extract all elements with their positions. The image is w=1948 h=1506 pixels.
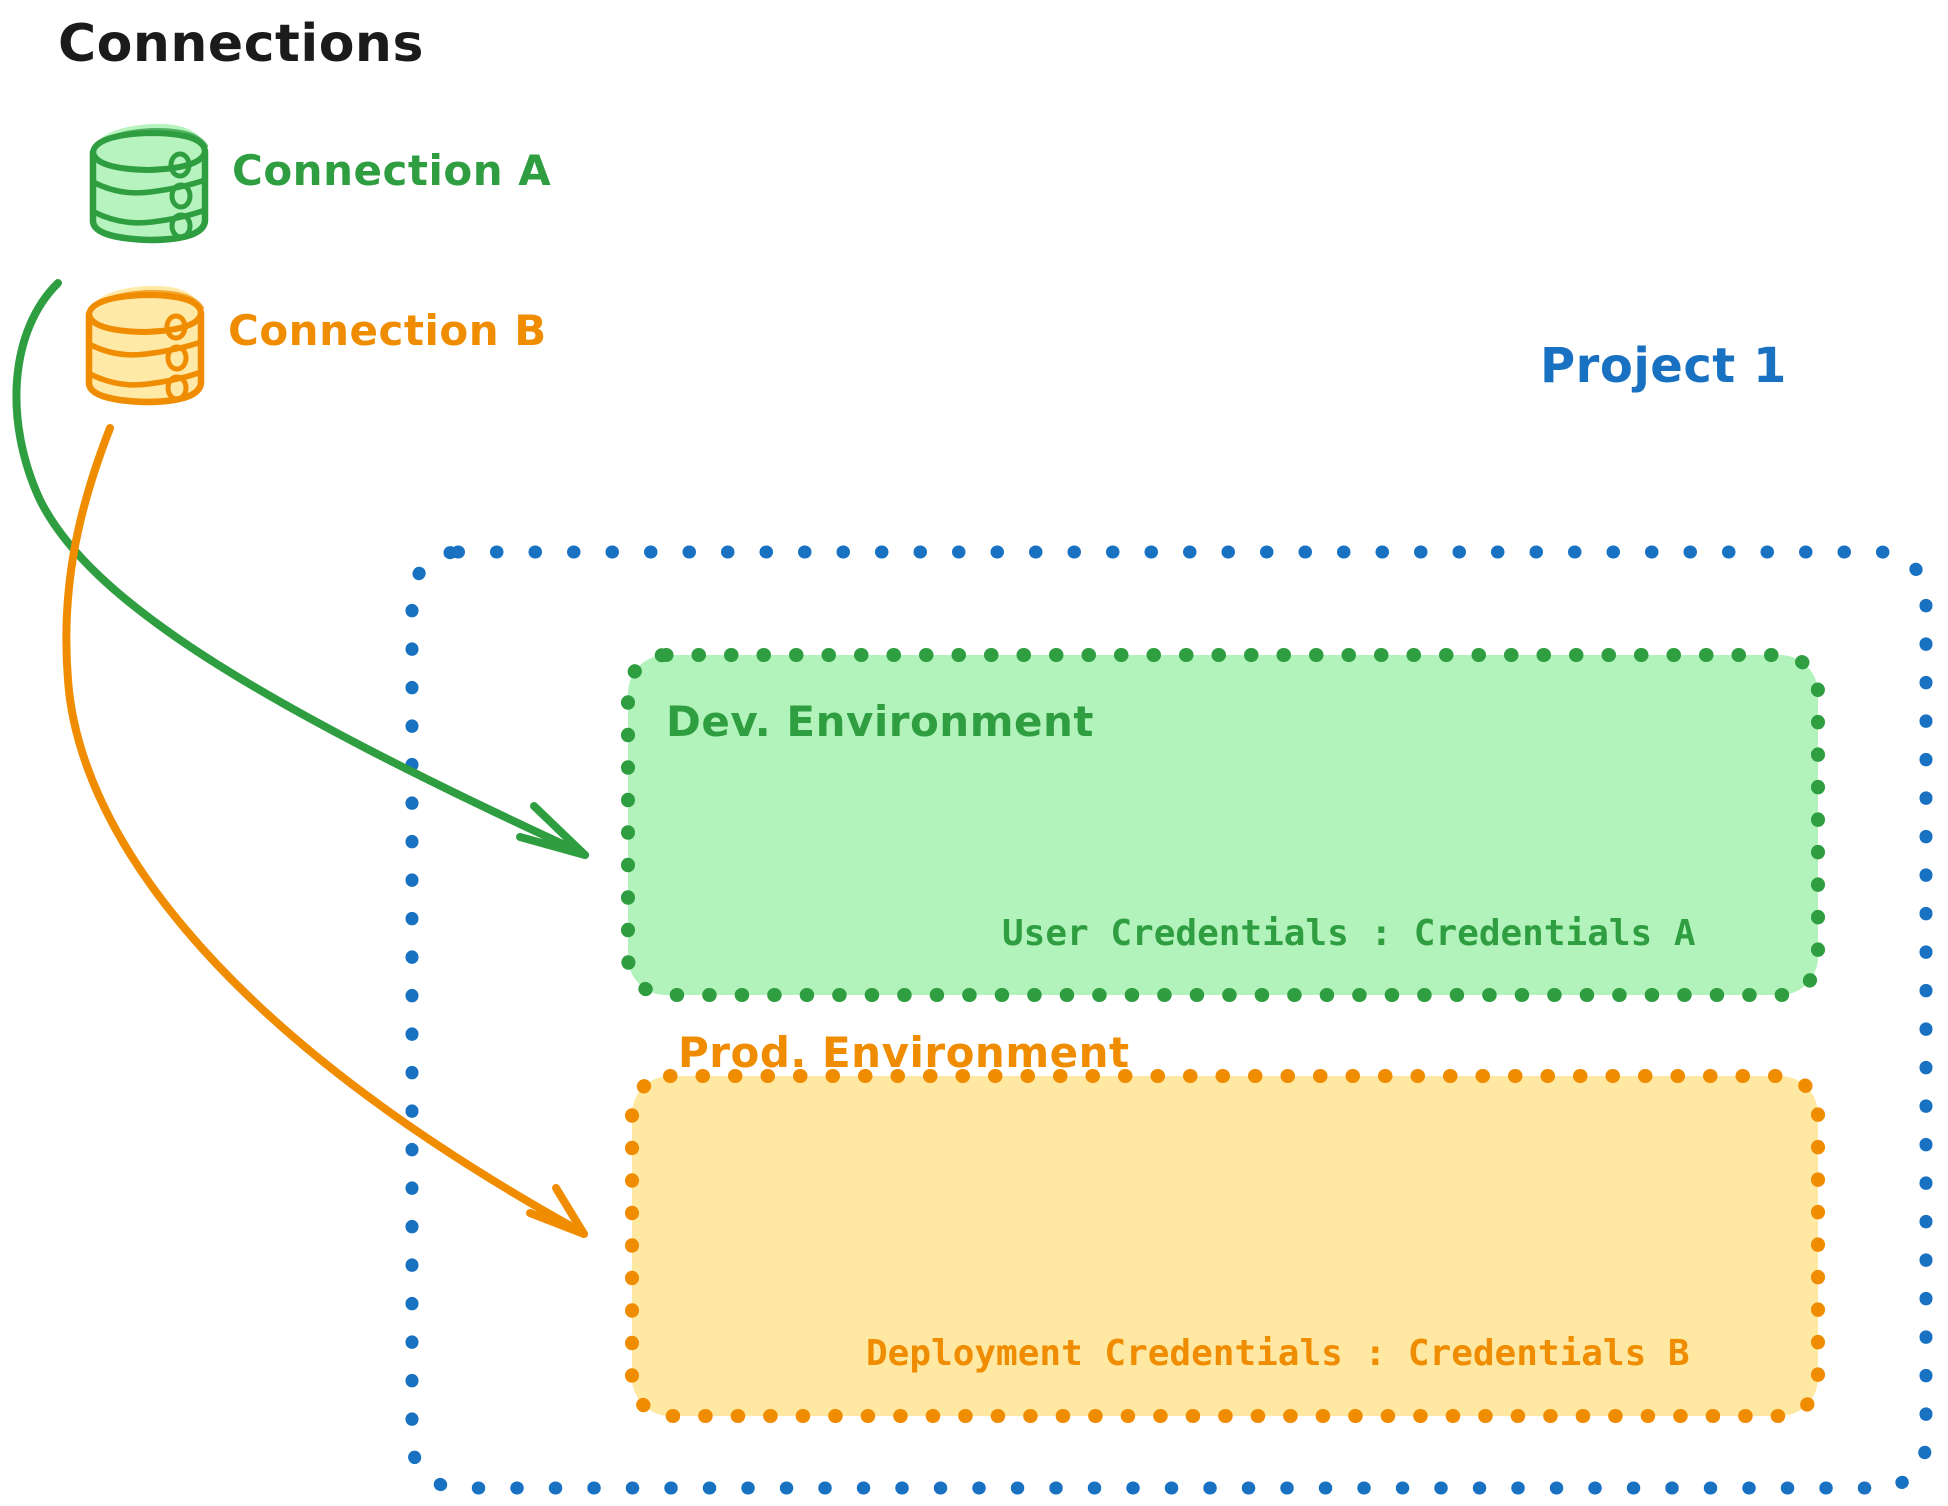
prod-environment-title: Prod. Environment <box>678 1028 1130 1077</box>
arrow-b-head-lower <box>526 1209 588 1238</box>
database-a-body <box>89 147 209 244</box>
connection-b-label[interactable]: Connection B <box>228 306 547 355</box>
database-icon-connection-a[interactable] <box>89 123 209 244</box>
prod-environment-fill <box>632 1076 1818 1416</box>
database-b-ridge-2 <box>87 369 204 388</box>
database-b-ridge-1 <box>86 339 204 358</box>
database-a-top-sketch <box>95 127 208 148</box>
database-b-body <box>85 309 205 406</box>
connection-a-label[interactable]: Connection A <box>232 146 552 195</box>
arrow-connection-b-to-prod <box>62 424 588 1238</box>
prod-environment-border <box>625 1069 1825 1423</box>
arrow-b-head-upper <box>552 1184 588 1238</box>
dev-environment-fill <box>628 655 1818 995</box>
dev-environment-border <box>621 648 1825 1002</box>
project-container[interactable] <box>405 545 1933 1495</box>
database-b-led-1 <box>164 313 188 341</box>
arrow-b-path <box>62 424 582 1234</box>
database-a-ridge-1 <box>90 177 208 196</box>
database-b-top-sketch <box>91 289 204 310</box>
database-icon-connection-b[interactable] <box>85 285 205 406</box>
project-container-border <box>405 545 1933 1495</box>
dev-environment-credentials: User Credentials : Credentials A <box>1002 913 1696 954</box>
dev-environment-title: Dev. Environment <box>666 697 1094 746</box>
database-a-led-1 <box>168 151 192 179</box>
prod-environment-credentials: Deployment Credentials : Credentials B <box>866 1333 1690 1374</box>
project-title: Project 1 <box>1540 338 1787 394</box>
connections-heading: Connections <box>58 14 424 74</box>
database-a-led-3 <box>169 212 193 240</box>
database-b-led-2 <box>165 344 189 372</box>
dev-environment-box[interactable] <box>621 648 1825 1002</box>
database-a-led-2 <box>169 182 193 210</box>
arrow-a-head-upper <box>530 802 589 859</box>
prod-environment-box[interactable] <box>625 1069 1825 1423</box>
arrow-a-head-lower <box>516 833 589 859</box>
database-a-ridge-2 <box>91 207 208 226</box>
database-b-led-3 <box>165 374 189 402</box>
